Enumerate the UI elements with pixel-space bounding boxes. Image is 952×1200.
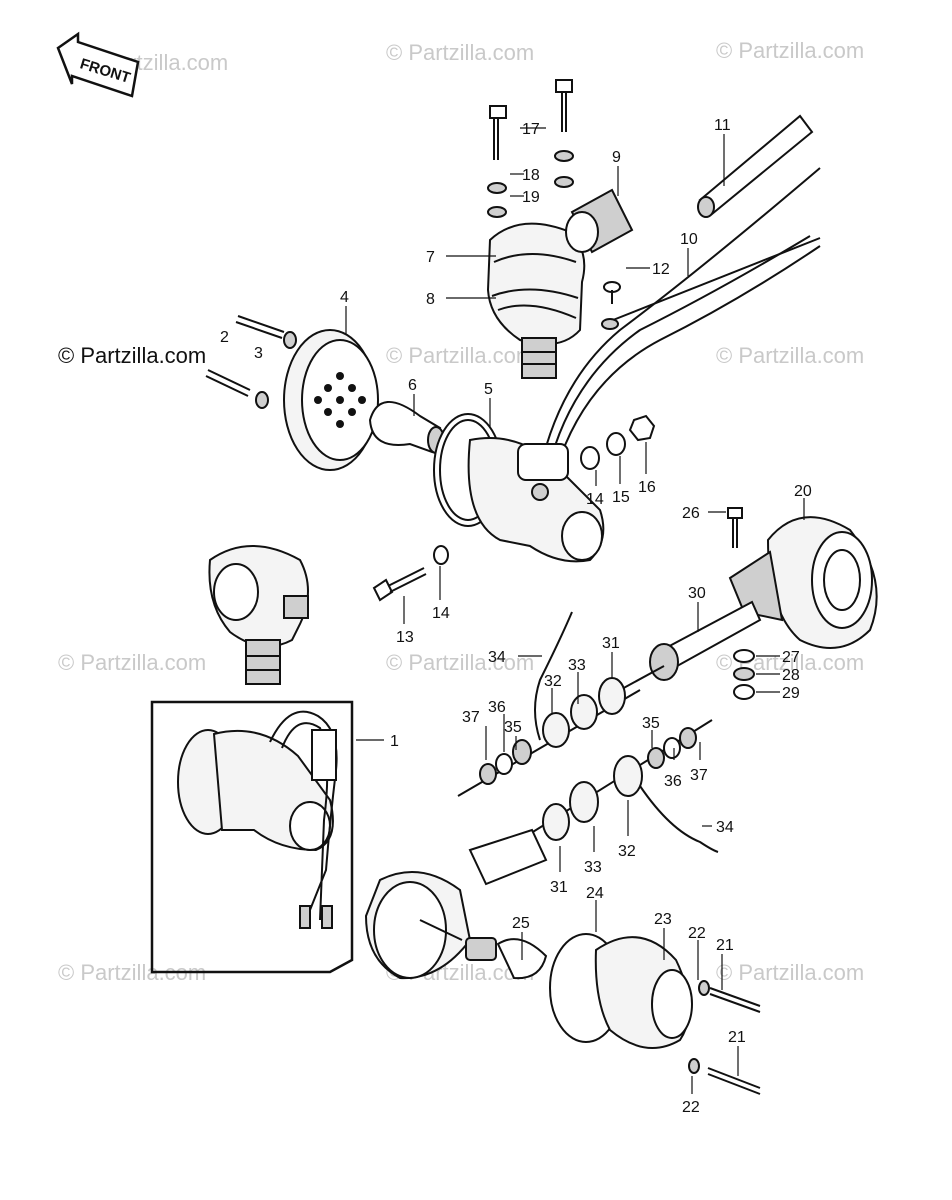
callout-22b: 22 [682, 1099, 700, 1116]
callout-25: 25 [512, 915, 530, 932]
callout-18: 18 [522, 167, 540, 184]
callout-19: 19 [522, 189, 540, 206]
callout-34b: 34 [716, 819, 734, 836]
callout-9: 9 [612, 149, 621, 166]
callout-2: 2 [220, 329, 229, 346]
watermark: © Partzilla.com [716, 38, 865, 63]
callout-32a: 32 [544, 673, 562, 690]
callout-16: 16 [638, 479, 656, 496]
lower-grommet-stack [519, 719, 719, 853]
callout-4: 4 [340, 289, 349, 306]
assembly-box-1 [150, 700, 354, 974]
stalk-30 [619, 600, 762, 691]
callout-10: 10 [680, 231, 698, 248]
callout-6: 6 [408, 377, 417, 394]
callout-34a: 34 [488, 649, 506, 666]
callout-11: 11 [714, 117, 731, 134]
callout-3: 3 [254, 345, 263, 362]
bolt-26 [727, 507, 743, 548]
screws-2-washers-3 [205, 315, 297, 409]
upper-grommet-stack [457, 611, 641, 797]
callout-33a: 33 [568, 657, 586, 674]
screw-12 [603, 281, 621, 304]
watermark: © Partzilla.com [386, 40, 535, 65]
rubber-sleeve-9 [565, 188, 634, 254]
bolt-17 [489, 79, 573, 160]
callout-37b: 37 [690, 767, 708, 784]
watermark: © Partzilla.com [386, 650, 535, 675]
callout-35a: 35 [504, 719, 522, 736]
callout-28: 28 [782, 667, 800, 684]
watermark: © Partzilla.com [716, 343, 865, 368]
callout-13: 13 [396, 629, 414, 646]
callout-30: 30 [688, 585, 706, 602]
callout-15: 15 [612, 489, 630, 506]
watermark: © Partzilla.com [58, 650, 207, 675]
handlebar-clamp [486, 222, 586, 379]
washers-18-19 [487, 150, 574, 218]
watermark: © Partzilla.com [716, 960, 865, 985]
callout-31b: 31 [550, 879, 568, 896]
washers-27-28-nut-29 [733, 649, 755, 700]
screws-21-washers-22 [688, 980, 761, 1095]
callout-8: 8 [426, 291, 435, 308]
callout-labels: 1 2 3 4 5 6 7 8 9 10 11 12 13 14 14 15 1… [220, 117, 812, 1116]
watermark: © Partzilla.com [58, 343, 207, 368]
bolt-13 [372, 567, 427, 602]
callout-26: 26 [682, 505, 700, 522]
bulb-25 [465, 937, 548, 980]
rear-socket-housing [364, 828, 548, 980]
callout-5: 5 [484, 381, 493, 398]
callout-35b: 35 [642, 715, 660, 732]
second-handlebar-clamp [208, 545, 309, 685]
callout-36b: 36 [664, 773, 682, 790]
callout-22a: 22 [688, 925, 706, 942]
washers-14-15-nut-16 [433, 414, 656, 565]
callout-21b: 21 [728, 1029, 746, 1046]
wiring-10 [539, 167, 821, 471]
callout-37a: 37 [462, 709, 480, 726]
callout-14b: 14 [432, 605, 450, 622]
front-signal-housing [467, 437, 605, 563]
rear-lens-20 [728, 516, 878, 649]
front-lens-4 [283, 329, 379, 471]
callout-1: 1 [390, 733, 399, 750]
callout-14a: 14 [586, 491, 604, 508]
callout-21a: 21 [716, 937, 734, 954]
callout-24: 24 [586, 885, 604, 902]
callout-36a: 36 [488, 699, 506, 716]
callout-20: 20 [794, 483, 812, 500]
callout-29: 29 [782, 685, 800, 702]
callout-23: 23 [654, 911, 672, 928]
callout-27: 27 [782, 649, 800, 666]
callout-7: 7 [426, 249, 435, 266]
watermark: © Partzilla.com [386, 343, 535, 368]
callout-31a: 31 [602, 635, 620, 652]
tube-11 [697, 114, 814, 218]
callout-32b: 32 [618, 843, 636, 860]
callout-12: 12 [652, 261, 670, 278]
front-arrow-badge: FRONT [56, 31, 140, 98]
rear-lens-23-gasket-24 [549, 933, 693, 1049]
leader-lines [345, 127, 805, 1094]
callout-17: 17 [522, 121, 540, 138]
callout-33b: 33 [584, 859, 602, 876]
bulb-6 [368, 400, 445, 454]
